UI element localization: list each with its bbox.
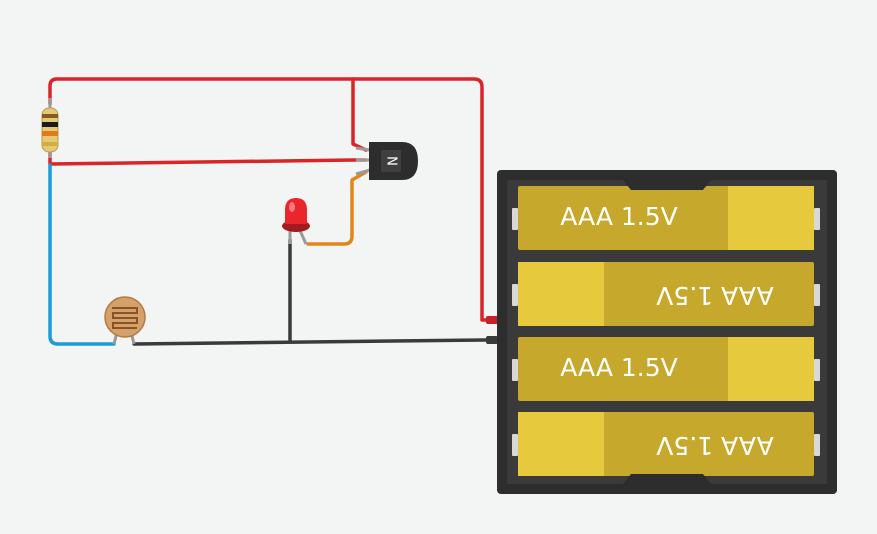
transistor-type-label: N — [384, 156, 399, 166]
battery-cell-label: AAA 1.5V — [560, 202, 678, 231]
wire-base[interactable] — [48, 148, 368, 166]
battery-cell[interactable]: AAA 1.5V — [512, 337, 820, 401]
battery-cell[interactable]: AAA 1.5V — [512, 262, 820, 326]
battery-cap — [728, 186, 814, 250]
battery-cell-label: AAA 1.5V — [560, 353, 678, 382]
case-notch-bottom — [623, 474, 711, 484]
negative-terminal — [486, 336, 498, 344]
positive-terminal — [486, 316, 498, 324]
battery-pack-icon[interactable]: AAA 1.5V AAA 1.5V AAA 1.5V AAA 1.5V — [497, 170, 837, 494]
wire-sensor[interactable] — [48, 163, 116, 346]
battery-cap — [728, 337, 814, 401]
wire-collector[interactable] — [351, 77, 368, 152]
battery-cell[interactable]: AAA 1.5V — [512, 412, 820, 476]
wire-power-top[interactable] — [48, 77, 494, 322]
battery-cap — [518, 262, 604, 326]
photoresistor-icon[interactable] — [104, 296, 146, 345]
battery-cell[interactable]: AAA 1.5V — [512, 186, 820, 250]
resistor-icon[interactable] — [41, 98, 59, 158]
npn-transistor-icon[interactable]: N — [355, 142, 418, 180]
wire-ground[interactable] — [132, 338, 494, 346]
wire-emitter-led[interactable] — [306, 170, 368, 246]
battery-cap — [518, 412, 604, 476]
led-icon[interactable] — [282, 198, 310, 245]
case-notch-top — [623, 180, 711, 190]
battery-cell-label: AAA 1.5V — [656, 281, 774, 310]
battery-terminals — [486, 316, 498, 344]
battery-cell-label: AAA 1.5V — [656, 431, 774, 460]
